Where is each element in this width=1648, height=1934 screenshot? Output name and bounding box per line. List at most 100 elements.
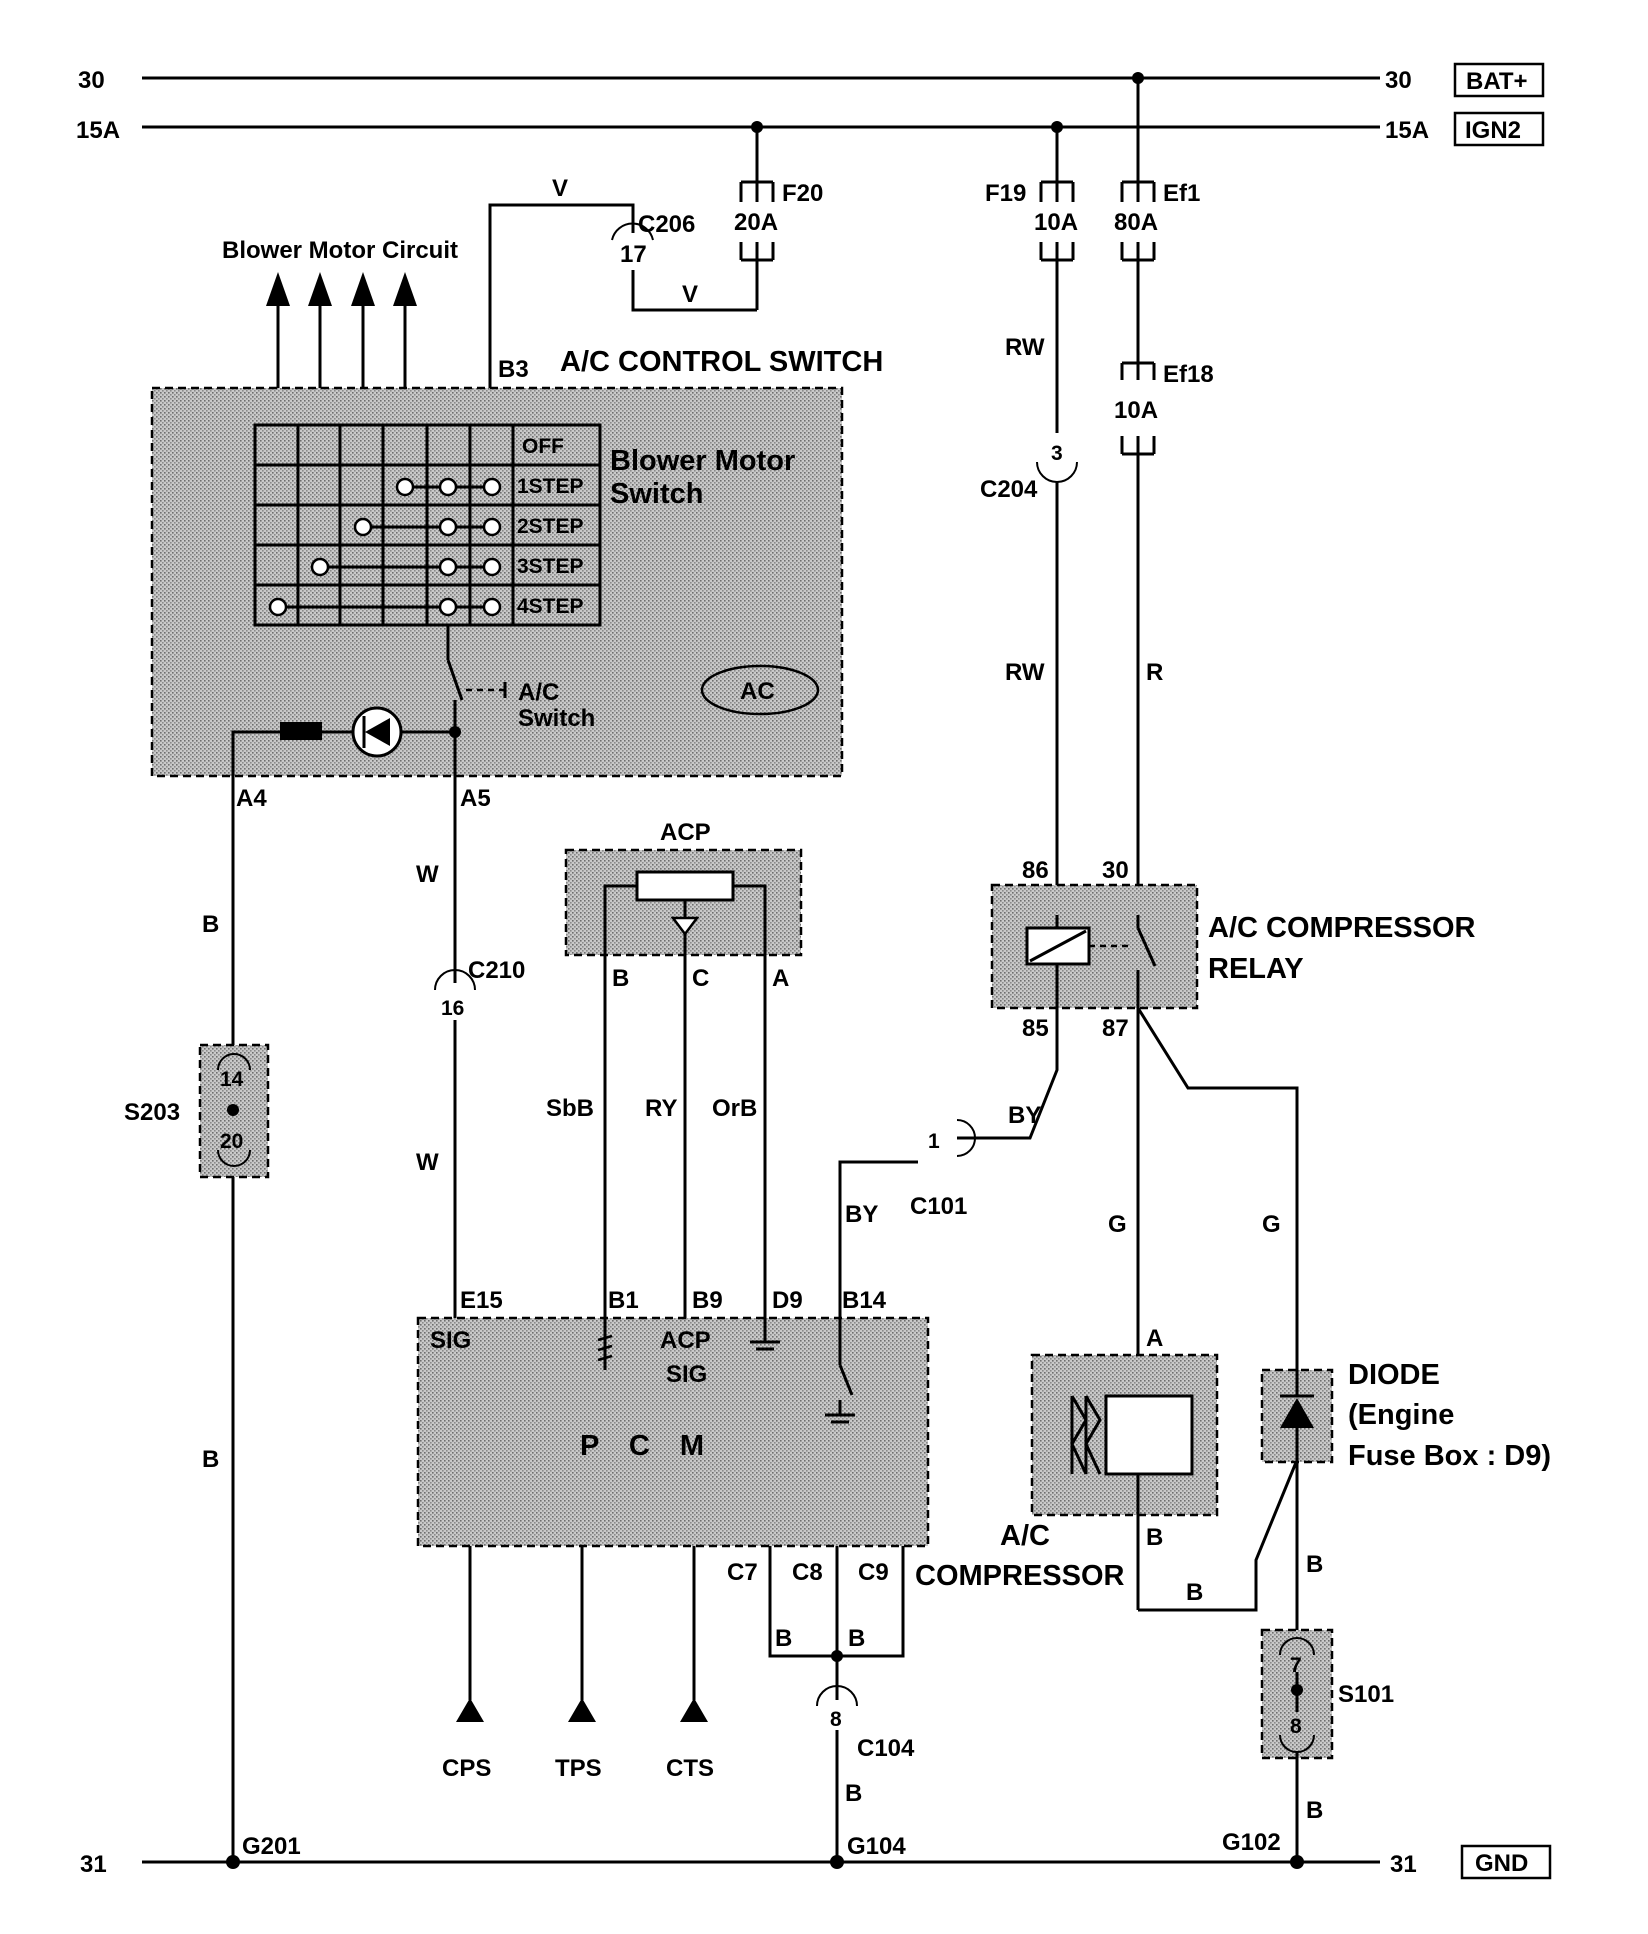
pcm-module: E15 B1 B9 D9 B14 SIG ACP SIG P C M CPS T… — [416, 1287, 930, 1862]
fuse-ef18-rating: 10A — [1114, 397, 1158, 424]
pcm-pin-c8: C8 — [792, 1559, 823, 1586]
blower-motor-circuit-label: Blower Motor Circuit — [222, 237, 458, 264]
wire-b-c7: B — [775, 1625, 792, 1652]
diode-icon — [1280, 1398, 1314, 1428]
fuse-ef18-name: Ef18 — [1163, 361, 1214, 388]
c204-pin: 3 — [1051, 442, 1063, 465]
gnd-rail-label-left: 31 — [80, 1851, 107, 1878]
ac-switch: A/C Switch — [446, 625, 595, 732]
blower-motor-switch-grid: OFF 1STEP 2STEP 3STEP 4STEP — [253, 423, 602, 627]
acp-pin-b: B — [612, 965, 629, 992]
ign2-tag: IGN2 — [1465, 117, 1521, 144]
ground-g104: G104 — [847, 1833, 906, 1860]
bat-rail-label-right: 30 — [1385, 67, 1412, 94]
ac-switch-label-2: Switch — [518, 705, 595, 732]
wire-orb: OrB — [712, 1095, 757, 1122]
wire-a5-to-e15: 16 C210 W W — [416, 776, 525, 1318]
pin-a4: A4 — [236, 785, 267, 812]
fuse-f20-name: F20 — [782, 180, 823, 207]
relay-title-1: A/C COMPRESSOR — [1208, 912, 1476, 944]
c206-wire: 17 C206 V V — [488, 175, 757, 420]
wire-w-bottom: W — [416, 1149, 439, 1176]
pcm-sig: SIG — [430, 1327, 471, 1354]
bat-plus-tag: BAT+ — [1466, 68, 1528, 95]
pcm-pin-b14: B14 — [842, 1287, 887, 1314]
wire-by-left: BY — [845, 1201, 878, 1228]
pcm-pin-c7: C7 — [727, 1559, 758, 1586]
ignition-rail: 15A 15A IGN2 — [76, 111, 1545, 147]
ground-rail: 31 31 GND G201 G104 G102 — [80, 1829, 1552, 1880]
connector-c210: C210 — [468, 957, 525, 984]
fuse-f19-rating: 10A — [1034, 209, 1078, 236]
pcm-out-tps: TPS — [555, 1755, 602, 1782]
ac-switch-label-1: A/C — [518, 679, 559, 706]
pin-b3: B3 — [498, 356, 529, 383]
compressor-title-2: COMPRESSOR — [915, 1560, 1125, 1592]
wire-b-diode: B — [1306, 1551, 1323, 1578]
fuse-f19-name: F19 — [985, 180, 1026, 207]
wire-b-c9: B — [848, 1625, 865, 1652]
wire-b-left-low: B — [202, 1446, 219, 1473]
connector-c204: C204 — [980, 476, 1038, 503]
blower-motor-switch-label-1: Blower Motor — [610, 445, 795, 477]
diode-title-3: Fuse Box : D9) — [1348, 1440, 1551, 1472]
wire-b-comp: B — [1186, 1579, 1203, 1606]
ign-rail-label-left: 15A — [76, 117, 120, 144]
control-switch-title: A/C CONTROL SWITCH — [560, 346, 883, 378]
relay-pin-85: 85 — [1022, 1015, 1049, 1042]
wire-w-top: W — [416, 861, 439, 888]
ground-g201: G201 — [242, 1833, 301, 1860]
bat-rail-label-left: 30 — [78, 67, 105, 94]
c210-pin: 16 — [441, 997, 464, 1020]
compressor-pin-a: A — [1146, 1325, 1163, 1352]
gnd-rail-label-right: 31 — [1390, 1851, 1417, 1878]
connector-c104: C104 — [857, 1735, 915, 1762]
s101-pin-top: 7 — [1290, 1654, 1302, 1677]
wire-r: R — [1146, 659, 1163, 686]
pcm-acp-sig-2: SIG — [666, 1361, 707, 1388]
ac-compressor-relay: 86 30 A/C COMPRESSOR RELAY 85 87 — [990, 857, 1476, 1042]
pcm-pin-b9: B9 — [692, 1287, 723, 1314]
connector-c101: C101 — [910, 1193, 967, 1220]
wire-by-c101: 1 BY BY C101 — [838, 1008, 1059, 1318]
relay-pin-30: 30 — [1102, 857, 1129, 884]
pcm-pin-d9: D9 — [772, 1287, 803, 1314]
blower-motor-switch-label-2: Switch — [610, 478, 703, 510]
relay-pin-87: 87 — [1102, 1015, 1129, 1042]
splice-s101: 7 8 S101 B — [1260, 1628, 1394, 1862]
battery-rail: 30 30 BAT+ — [78, 62, 1545, 98]
s203-pin-top: 14 — [220, 1068, 244, 1091]
acp-title: ACP — [660, 819, 711, 846]
step-3: 3STEP — [517, 555, 584, 578]
wire-g-left: G — [1108, 1211, 1127, 1238]
s101-pin-bottom: 8 — [1290, 1715, 1302, 1738]
pcm-out-cps: CPS — [442, 1755, 491, 1782]
pcm-pin-c9: C9 — [858, 1559, 889, 1586]
diode-title-1: DIODE — [1348, 1359, 1440, 1391]
ac-compressor: A B A/C COMPRESSOR B — [915, 1325, 1299, 1612]
ac-indicator-badge — [700, 664, 820, 716]
fuse-ef1-name: Ef1 — [1163, 180, 1200, 207]
cts-arrow-icon — [680, 1698, 708, 1722]
splice-s203: S203 — [124, 1099, 180, 1126]
tps-arrow-icon — [568, 1698, 596, 1722]
relay-pin-86: 86 — [1022, 857, 1049, 884]
fuse-f20-rating: 20A — [734, 209, 778, 236]
step-2: 2STEP — [517, 515, 584, 538]
wire-b-c104: B — [845, 1780, 862, 1807]
s203-pin-bottom: 20 — [220, 1130, 243, 1153]
diode-title-2: (Engine — [1348, 1399, 1454, 1431]
step-4: 4STEP — [517, 595, 584, 618]
pcm-pin-e15: E15 — [460, 1287, 503, 1314]
wire-g-right: G — [1262, 1211, 1281, 1238]
splice-s101-label: S101 — [1338, 1681, 1394, 1708]
ac-badge-label: AC — [740, 678, 775, 705]
c104-pin: 8 — [830, 1708, 842, 1731]
wire-b-a4: B — [202, 911, 219, 938]
ac-control-switch: A/C CONTROL SWITCH Blower Motor Circuit … — [150, 237, 883, 812]
step-off: OFF — [522, 435, 564, 458]
acp-pin-a: A — [772, 965, 789, 992]
fuse-f19: F19 10A RW 3 C204 RW — [980, 127, 1078, 915]
fuse-ef1-rating: 80A — [1114, 209, 1158, 236]
